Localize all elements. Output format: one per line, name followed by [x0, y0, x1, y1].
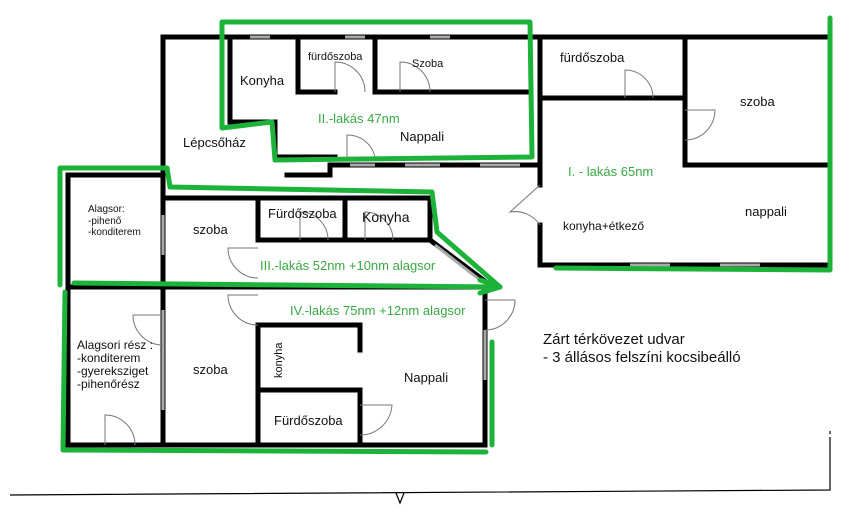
apartment-label-II: II.-lakás 47nm	[318, 111, 400, 126]
apartment-label-I: I. - lakás 65nm	[568, 164, 653, 179]
room-label: Szoba	[412, 58, 444, 70]
apartment-outlines	[57, 15, 833, 455]
room-label: nappali	[745, 204, 787, 219]
room-label: Konyha	[240, 73, 285, 88]
room-label: konyha	[273, 342, 285, 378]
room-label: Konyha	[362, 209, 410, 225]
room-label: Fürdőszoba	[274, 413, 343, 428]
room-label: Nappali	[400, 129, 444, 144]
room-label: fürdőszoba	[560, 50, 625, 65]
apartment-label-III: III.-lakás 52nm +10nm alagsor	[260, 258, 436, 273]
room-label: Lépcsőház	[183, 135, 246, 150]
room-label: fürdőszoba	[308, 51, 363, 63]
courtyard-parking-label: - 3 állásos felszíni kocsibeálló	[543, 349, 741, 366]
room-label: szoba	[193, 222, 228, 237]
outline-apartment-I	[553, 15, 833, 273]
doors	[104, 61, 716, 446]
basement-label: Alagsori rész : -konditerem -gyerekszige…	[77, 338, 156, 391]
apartment-label-IV: IV.-lakás 75nm +12nm alagsor	[290, 303, 466, 318]
room-label: szoba	[740, 94, 775, 109]
room-label: szoba	[193, 362, 228, 377]
outline-apartment-III	[57, 165, 503, 290]
outline-apartment-IV	[60, 289, 489, 455]
room-label: konyha+étkező	[563, 219, 644, 233]
courtyard-label: Zárt térkövezet udvar	[543, 331, 685, 348]
basement-label: Alagsor: -pihenő -konditerem	[88, 204, 141, 238]
site-boundary	[9, 430, 831, 505]
room-label: Fürdőszoba	[268, 206, 337, 221]
room-label: Nappali	[404, 370, 448, 385]
arrow-icon	[395, 492, 405, 505]
outline-apartment-II	[219, 19, 535, 163]
